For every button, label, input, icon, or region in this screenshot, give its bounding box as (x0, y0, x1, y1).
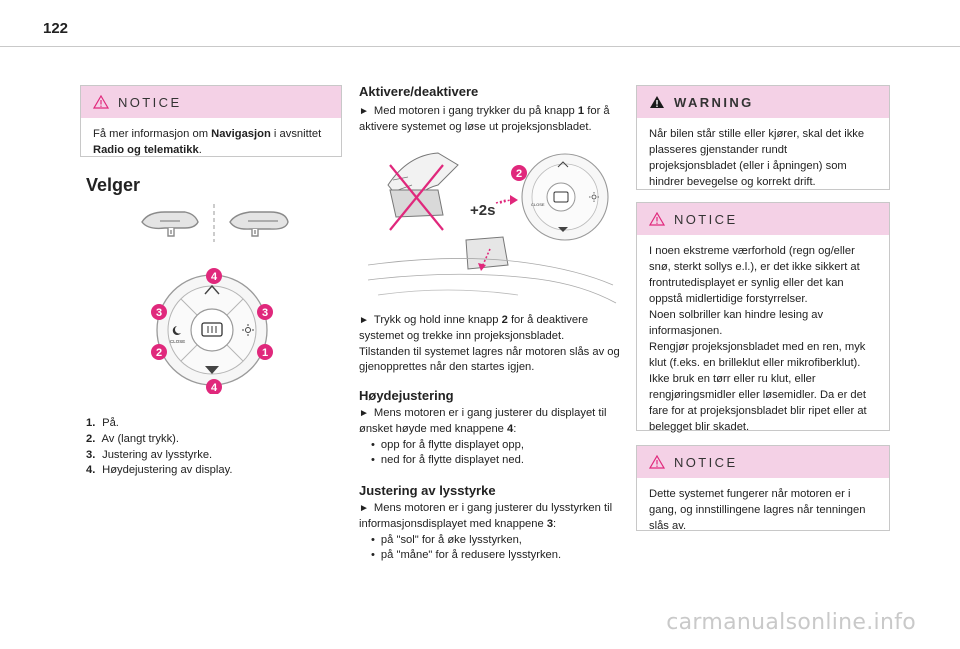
caution-triangle-icon (649, 455, 665, 469)
list-item: på "måne" for å redusere lysstyrken. (359, 548, 621, 564)
section-heading-hoydejustering: Høydejustering (359, 388, 454, 403)
list-item: 4. Høydejustering av display. (86, 464, 233, 477)
caution-triangle-icon (649, 212, 665, 226)
svg-text:2: 2 (156, 347, 162, 359)
warning-text: Når bilen står stille eller kjører, skal… (649, 128, 865, 188)
notice-text: Dette systemet fungerer når motoren er i… (649, 488, 866, 532)
list-item: på "sol" for å øke lysstyrken, (359, 533, 621, 549)
control-pad-illustration: CLOSE 4 4 3 3 2 1 (151, 268, 273, 394)
badge-2-left: 2 (151, 344, 167, 360)
svg-text:CLOSE: CLOSE (531, 202, 545, 207)
velger-function-list: 1. På. 2. Av (langt trykk). 3. Justering… (86, 416, 232, 479)
svg-text:3: 3 (156, 307, 162, 319)
badge-4-top: 4 (206, 268, 222, 284)
svg-text:2: 2 (516, 168, 522, 180)
section-heading-aktivere: Aktivere/deaktivere (359, 84, 479, 99)
section-heading-lysstyrke: Justering av lysstyrke (359, 483, 496, 498)
watermark[interactable]: carmanualsonline.info (666, 610, 916, 635)
notice-box-conditions: NOTICE I noen ekstreme værforhold (regn … (636, 202, 890, 433)
steering-stalk-illustration (141, 204, 289, 242)
notice-title: NOTICE (674, 454, 738, 470)
badge-3-right: 3 (257, 304, 273, 320)
warning-triangle-icon (650, 96, 664, 108)
aktivere-paragraph-2: ►Trykk og hold inne knapp 2 for å deakti… (359, 314, 620, 374)
page-number: 122 (43, 20, 69, 37)
svg-text:3: 3 (262, 307, 268, 319)
sun-icon (242, 324, 254, 336)
notice-header: NOTICE (637, 203, 889, 235)
hud-activation-illustration: +2s CLOSE 2 (368, 152, 617, 304)
section-heading-velger: Velger (86, 175, 141, 195)
list-item: 2. Av (langt trykk). (86, 432, 180, 445)
notice-box-navigation: NOTICE Få mer informasjon om Navigasjon … (80, 85, 342, 157)
warning-title: WARNING (674, 94, 754, 110)
badge-4-bottom: 4 (206, 379, 222, 394)
notice-title: NOTICE (118, 94, 182, 110)
notice-text: I noen ekstreme værforhold (regn og/elle… (649, 245, 867, 433)
badge-1-right: 1 (257, 344, 273, 360)
lysstyrke-paragraph: ►Mens motoren er i gang justerer du lyss… (359, 501, 621, 564)
top-divider (0, 46, 960, 47)
stalk-left-image (141, 211, 199, 237)
notice-box-settings: NOTICE Dette systemet fungerer når motor… (636, 445, 890, 532)
svg-text:4: 4 (211, 271, 218, 283)
list-item: opp for å flytte displayet opp, (359, 438, 621, 454)
notice-header: NOTICE (637, 446, 889, 478)
caution-triangle-icon (93, 95, 109, 109)
svg-text:1: 1 (262, 347, 268, 359)
notice-text: Få mer informasjon om Navigasjon i avsni… (93, 128, 322, 156)
svg-text:4: 4 (211, 382, 218, 394)
aktivere-paragraph-1: ►Med motoren i gang trykker du på knapp … (359, 105, 610, 133)
hoyde-paragraph: ►Mens motoren er i gang justerer du disp… (359, 406, 621, 469)
hold-duration-label: +2s (470, 202, 495, 219)
close-label: CLOSE (170, 339, 185, 344)
badge-3-left: 3 (151, 304, 167, 320)
list-item: 1. På. (86, 417, 119, 429)
notice-title: NOTICE (674, 211, 738, 227)
notice-header: NOTICE (81, 86, 341, 118)
warning-box: WARNING Når bilen står stille eller kjør… (636, 85, 890, 190)
badge-2: 2 (511, 165, 527, 181)
list-item: 3. Justering av lysstyrke. (86, 448, 213, 461)
stalk-right-image (229, 211, 289, 237)
warning-header: WARNING (637, 86, 889, 118)
list-item: ned for å flytte displayet ned. (359, 453, 621, 469)
